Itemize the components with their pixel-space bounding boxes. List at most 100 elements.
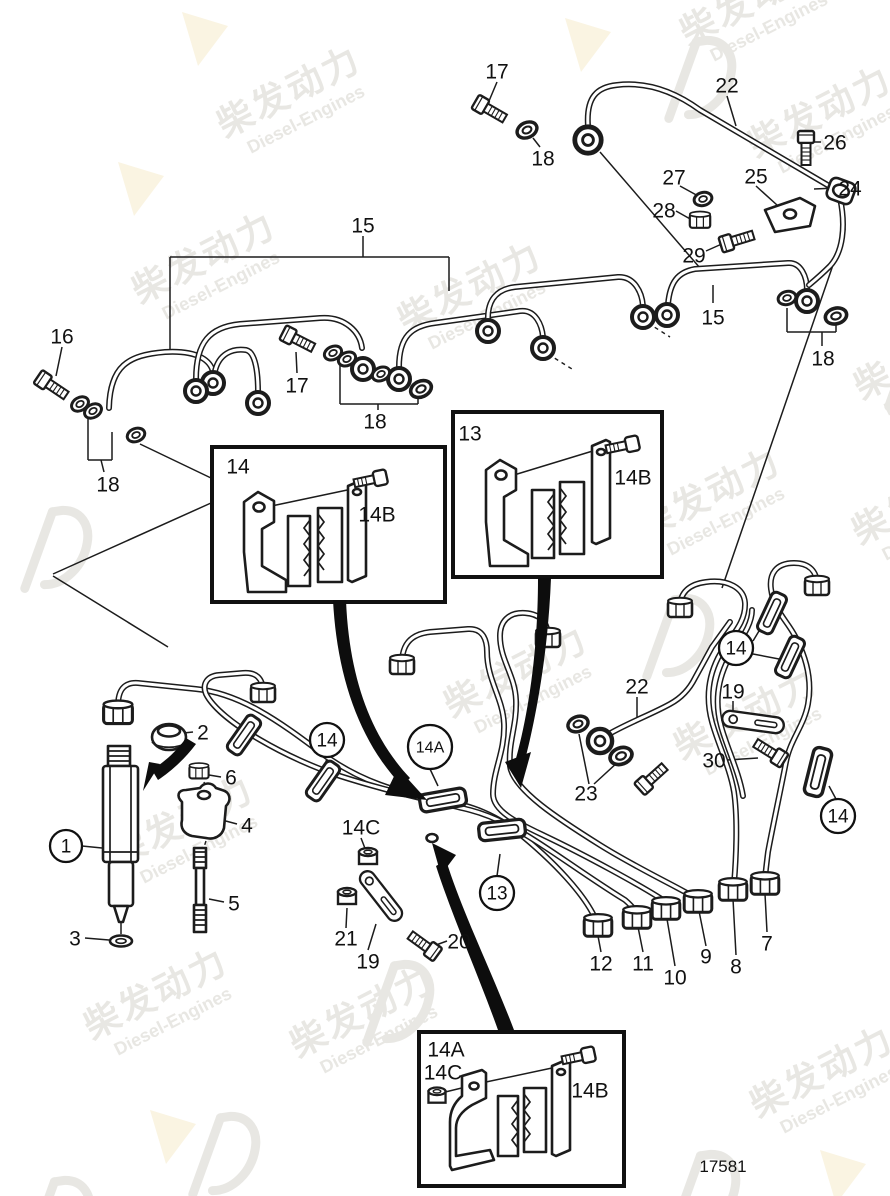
svg-text:10: 10	[663, 966, 686, 989]
svg-text:14B: 14B	[358, 503, 395, 526]
callout-14b: 14B	[358, 503, 395, 526]
bushing-21	[336, 886, 358, 906]
callout-27: 27	[662, 166, 685, 189]
callout-13: 13	[478, 874, 516, 912]
svg-text:1: 1	[61, 837, 72, 858]
callout-14: 14	[819, 797, 857, 835]
svg-text:柴发动力: 柴发动力	[845, 446, 890, 553]
watermark-triangle	[820, 1150, 866, 1196]
callout-12: 12	[589, 952, 612, 975]
svg-text:18: 18	[531, 147, 554, 170]
callout-14: 14	[717, 629, 755, 667]
svg-text:24: 24	[838, 177, 862, 200]
bushing-14c-inset	[427, 1086, 447, 1104]
svg-text:13: 13	[458, 422, 481, 445]
callout-17: 17	[485, 60, 508, 83]
watermark-triangle	[118, 162, 164, 216]
svg-text:27: 27	[662, 166, 685, 189]
callout-18: 18	[96, 473, 119, 496]
svg-text:柴发动力: 柴发动力	[847, 301, 890, 408]
svg-text:26: 26	[823, 131, 846, 154]
svg-text:14B: 14B	[571, 1079, 608, 1102]
callout-1: 1	[48, 828, 84, 864]
svg-text:14: 14	[316, 731, 338, 752]
svg-text:4: 4	[241, 814, 253, 837]
svg-text:14: 14	[226, 455, 250, 478]
svg-text:11: 11	[632, 952, 654, 975]
svg-text:6: 6	[225, 766, 237, 789]
callout-13: 13	[458, 422, 481, 445]
svg-text:28: 28	[652, 199, 675, 222]
svg-text:12: 12	[589, 952, 612, 975]
inset-box-14	[210, 445, 447, 604]
injector-assembly	[101, 722, 231, 948]
svg-text:15: 15	[701, 306, 724, 329]
union-nut	[102, 698, 134, 726]
callout-22: 22	[625, 675, 648, 698]
callout-19: 19	[356, 950, 379, 973]
inset-box-14a	[417, 1030, 626, 1188]
callout-11: 11	[632, 952, 654, 975]
watermark-triangle	[182, 12, 228, 66]
fitting-24	[825, 176, 857, 206]
svg-text:29: 29	[682, 244, 705, 267]
callout-24: 24	[838, 177, 862, 200]
svg-text:21: 21	[334, 927, 357, 950]
svg-text:14: 14	[725, 639, 747, 660]
callout-14b: 14B	[614, 466, 651, 489]
callout-14c: 14C	[424, 1061, 463, 1084]
callout-5: 5	[228, 892, 240, 915]
callout-2: 2	[197, 721, 209, 744]
injector-body	[101, 764, 140, 864]
link-19	[355, 866, 407, 926]
svg-text:25: 25	[744, 165, 767, 188]
svg-text:14B: 14B	[614, 466, 651, 489]
callout-9: 9	[700, 945, 712, 968]
callout-14b: 14B	[571, 1079, 608, 1102]
callout-14c: 14C	[342, 816, 381, 839]
callout-14a: 14A	[427, 1038, 464, 1061]
callout-10: 10	[663, 966, 686, 989]
svg-text:22: 22	[715, 74, 738, 97]
banjo-bolt-16	[32, 368, 72, 404]
callout-30: 30	[702, 749, 725, 772]
callout-8: 8	[730, 955, 742, 978]
pipes	[106, 81, 846, 923]
svg-text:22: 22	[625, 675, 648, 698]
bolt-29	[717, 226, 757, 254]
callout-25: 25	[744, 165, 767, 188]
callout-17: 17	[285, 374, 308, 397]
nut-28	[688, 210, 712, 229]
svg-text:13: 13	[486, 884, 507, 905]
bolt-23-group	[632, 759, 672, 797]
callout-14: 14	[226, 455, 250, 478]
svg-text:18: 18	[811, 347, 834, 370]
watermark-logo-icon	[17, 1177, 96, 1196]
callout-21: 21	[334, 927, 357, 950]
svg-text:14C: 14C	[424, 1061, 463, 1084]
svg-text:18: 18	[363, 410, 386, 433]
banjo-bolt-17	[278, 323, 318, 357]
callout-18: 18	[363, 410, 386, 433]
nut-6	[188, 761, 210, 780]
callout-23: 23	[574, 782, 597, 805]
svg-text:17: 17	[285, 374, 308, 397]
svg-text:14A: 14A	[416, 740, 445, 757]
svg-text:18: 18	[96, 473, 119, 496]
svg-text:16: 16	[50, 325, 73, 348]
pipe-clamp-13	[476, 817, 528, 843]
svg-text:23: 23	[574, 782, 597, 805]
watermark-triangle	[565, 18, 611, 72]
callout-15: 15	[701, 306, 724, 329]
callout-14: 14	[308, 721, 346, 759]
callout-4: 4	[241, 814, 253, 837]
svg-text:19: 19	[356, 950, 379, 973]
svg-text:14C: 14C	[342, 816, 381, 839]
